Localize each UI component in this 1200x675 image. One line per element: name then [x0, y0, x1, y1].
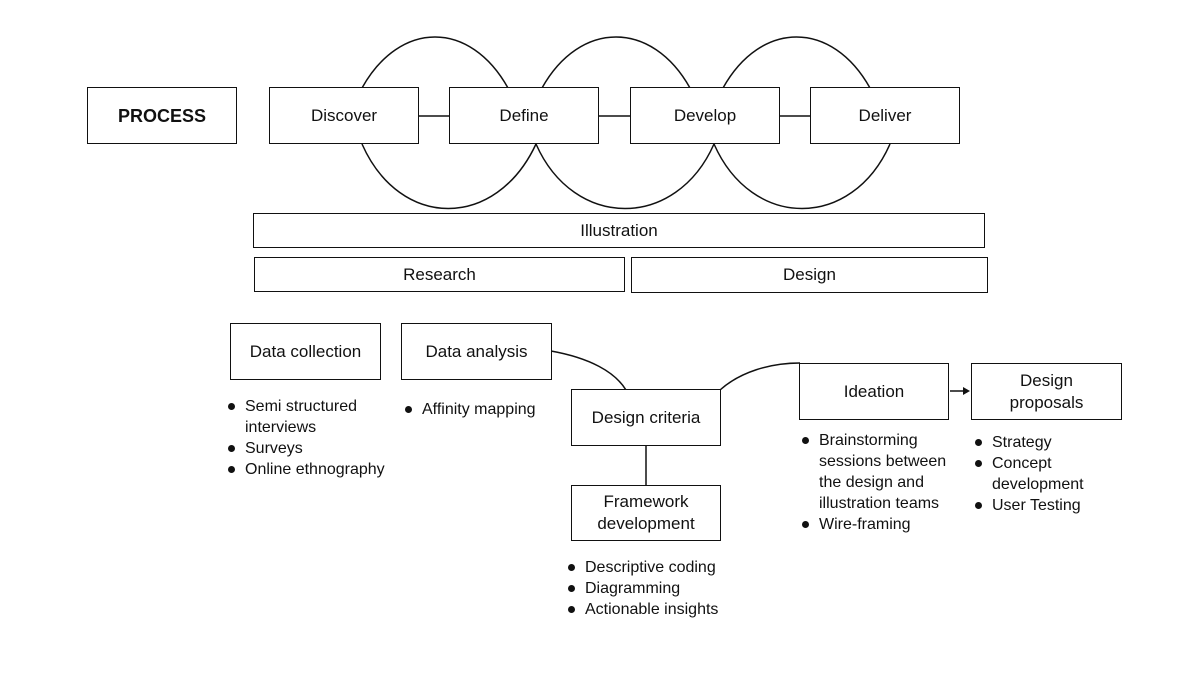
phase-discover: Discover [269, 87, 419, 144]
ideation-list: Brainstorming sessions between the desig… [802, 430, 952, 535]
list-item: User Testing [975, 495, 1115, 516]
band-research: Research [254, 257, 625, 292]
list-item: Brainstorming sessions between the desig… [802, 430, 952, 514]
loop-define-develop-top [541, 36, 691, 89]
step-data-collection: Data collection [230, 323, 381, 380]
phase-develop: Develop [630, 87, 780, 144]
loop-discover-define-bottom [361, 143, 537, 210]
loop-define-develop-bottom [535, 143, 715, 210]
list-item: Actionable insights [568, 599, 748, 620]
list-item: Diagramming [568, 578, 748, 599]
loop-develop-deliver-top [722, 36, 871, 89]
data-collection-list: Semi structured interviews Surveys Onlin… [228, 396, 388, 480]
loop-develop-deliver-bottom [713, 143, 891, 210]
design-proposals-list: Strategy Concept development User Testin… [975, 432, 1115, 516]
data-analysis-list: Affinity mapping [405, 399, 565, 420]
arrowhead-icon [963, 387, 970, 395]
framework-development-list: Descriptive coding Diagramming Actionabl… [568, 557, 748, 620]
phase-define: Define [449, 87, 599, 144]
curve-analysis-criteria [550, 350, 627, 391]
list-item: Affinity mapping [405, 399, 565, 420]
step-design-criteria: Design criteria [571, 389, 721, 446]
list-item: Strategy [975, 432, 1115, 453]
list-item: Online ethnography [228, 459, 388, 480]
list-item: Descriptive coding [568, 557, 748, 578]
curve-criteria-ideation [719, 362, 801, 391]
process-label: PROCESS [87, 87, 237, 144]
step-data-analysis: Data analysis [401, 323, 552, 380]
list-item: Surveys [228, 438, 388, 459]
step-design-proposals: Design proposals [971, 363, 1122, 420]
phase-deliver: Deliver [810, 87, 960, 144]
list-item: Wire-framing [802, 514, 952, 535]
band-design: Design [631, 257, 988, 293]
list-item: Semi structured interviews [228, 396, 388, 438]
step-framework-development: Framework development [571, 485, 721, 541]
list-item: Concept development [975, 453, 1115, 495]
band-illustration: Illustration [253, 213, 985, 248]
step-ideation: Ideation [799, 363, 949, 420]
loop-discover-define-top [361, 36, 509, 89]
